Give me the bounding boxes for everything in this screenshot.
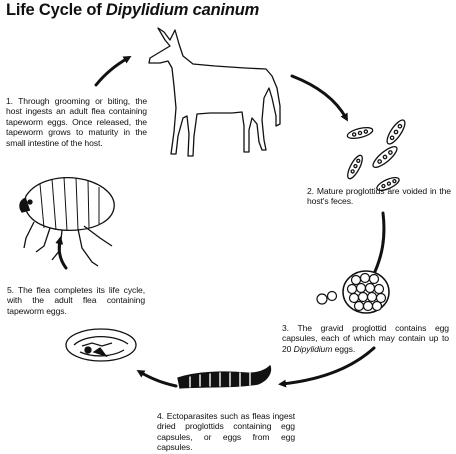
- step-2-text: Mature proglottids are voided in the hos…: [307, 186, 451, 207]
- arrow-5-to-flea: [55, 236, 68, 270]
- step-3-text-after: eggs.: [332, 343, 356, 354]
- step-5-caption: 5. The flea completes its life cycle, wi…: [7, 285, 145, 316]
- arrow-1-to-2: [290, 74, 348, 122]
- step-2-caption: 2. Mature proglottids are voided in the …: [307, 186, 451, 207]
- step-3-text-italic: Dipylidium: [293, 343, 333, 354]
- dog-outline-icon: [148, 27, 281, 157]
- step-1-caption: 1. Through grooming or biting, the host …: [6, 96, 147, 148]
- arrow-2-to-3: [370, 211, 386, 282]
- diagram-title: Life Cycle of Dipylidium caninum: [6, 1, 259, 20]
- title-species: Dipylidium caninum: [105, 1, 260, 19]
- step-4-text: Ectoparasites such as fleas ingest dried…: [157, 411, 295, 453]
- title-prefix: Life Cycle of: [6, 1, 106, 19]
- step-3-text-before: The gravid proglottid contains egg capsu…: [282, 323, 449, 354]
- step-1-number: 1.: [6, 96, 13, 106]
- step-4-caption: 4. Ectoparasites such as fleas ingest dr…: [157, 411, 295, 453]
- step-2-number: 2.: [307, 186, 314, 196]
- egg-capsule-icon: [316, 270, 390, 314]
- step-4-number: 4.: [157, 411, 164, 421]
- step-3-caption: 3. The gravid proglottid contains egg ca…: [282, 323, 449, 354]
- step-5-number: 5.: [7, 285, 14, 295]
- adult-flea-icon: [19, 176, 115, 267]
- arrow-4-to-pupa: [136, 369, 178, 388]
- flea-larva-icon: [177, 364, 272, 389]
- step-1-text: Through grooming or biting, the host ing…: [6, 96, 147, 148]
- flea-pupa-icon: [65, 328, 137, 362]
- step-3-number: 3.: [282, 323, 289, 333]
- arrow-flea-to-1: [94, 56, 132, 87]
- proglottid-segments-icon: [346, 119, 406, 192]
- arrow-3-to-4: [278, 346, 376, 388]
- step-5-text: The flea completes its life cycle, with …: [7, 285, 145, 316]
